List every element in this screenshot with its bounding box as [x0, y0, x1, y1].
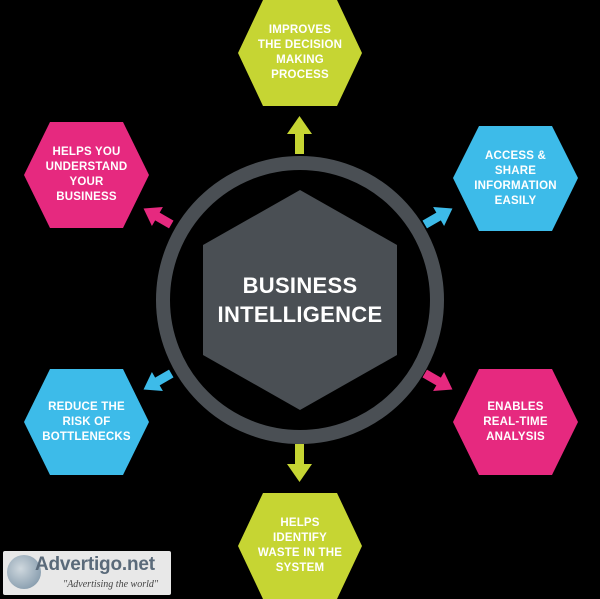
watermark-brand: Advertigo.net [35, 554, 155, 575]
arrow-bottom [287, 444, 312, 482]
arrow-top [287, 116, 312, 154]
hexagon-upper-right [453, 126, 578, 231]
node-label-top: IMPROVES THE DECISION MAKING PROCESS [257, 24, 343, 81]
watermark-badge: Advertigo.net "Advertising the world" [3, 551, 171, 595]
arrow-lower-right [422, 369, 453, 392]
center-label: BUSINESS INTELLIGENCE [217, 273, 383, 327]
center-hexagon [203, 190, 397, 410]
node-label-upper-left: HELPS YOU UNDERSTAND YOUR BUSINESS [45, 146, 128, 203]
globe-icon [7, 555, 41, 589]
hexagon-lower-right [453, 369, 578, 475]
node-label-lower-left: REDUCE THE RISK OF BOTTLENECKS [42, 400, 131, 443]
hexagon-top [238, 0, 362, 106]
center-ring [156, 156, 444, 444]
hexagon-lower-left [24, 369, 149, 475]
arrow-lower-left [143, 369, 174, 392]
arrow-upper-left [143, 206, 174, 229]
watermark-tagline: "Advertising the world" [63, 579, 159, 590]
arrow-upper-right [422, 206, 453, 229]
hexagon-bottom [238, 493, 362, 599]
node-label-bottom: HELPS IDENTIFY WASTE IN THE SYSTEM [257, 517, 343, 574]
hexagon-upper-left [24, 122, 149, 228]
node-label-lower-right: ENABLES REAL-TIME ANALYSIS [483, 400, 548, 443]
node-label-upper-right: ACCESS & SHARE INFORMATION EASILY [474, 149, 557, 207]
